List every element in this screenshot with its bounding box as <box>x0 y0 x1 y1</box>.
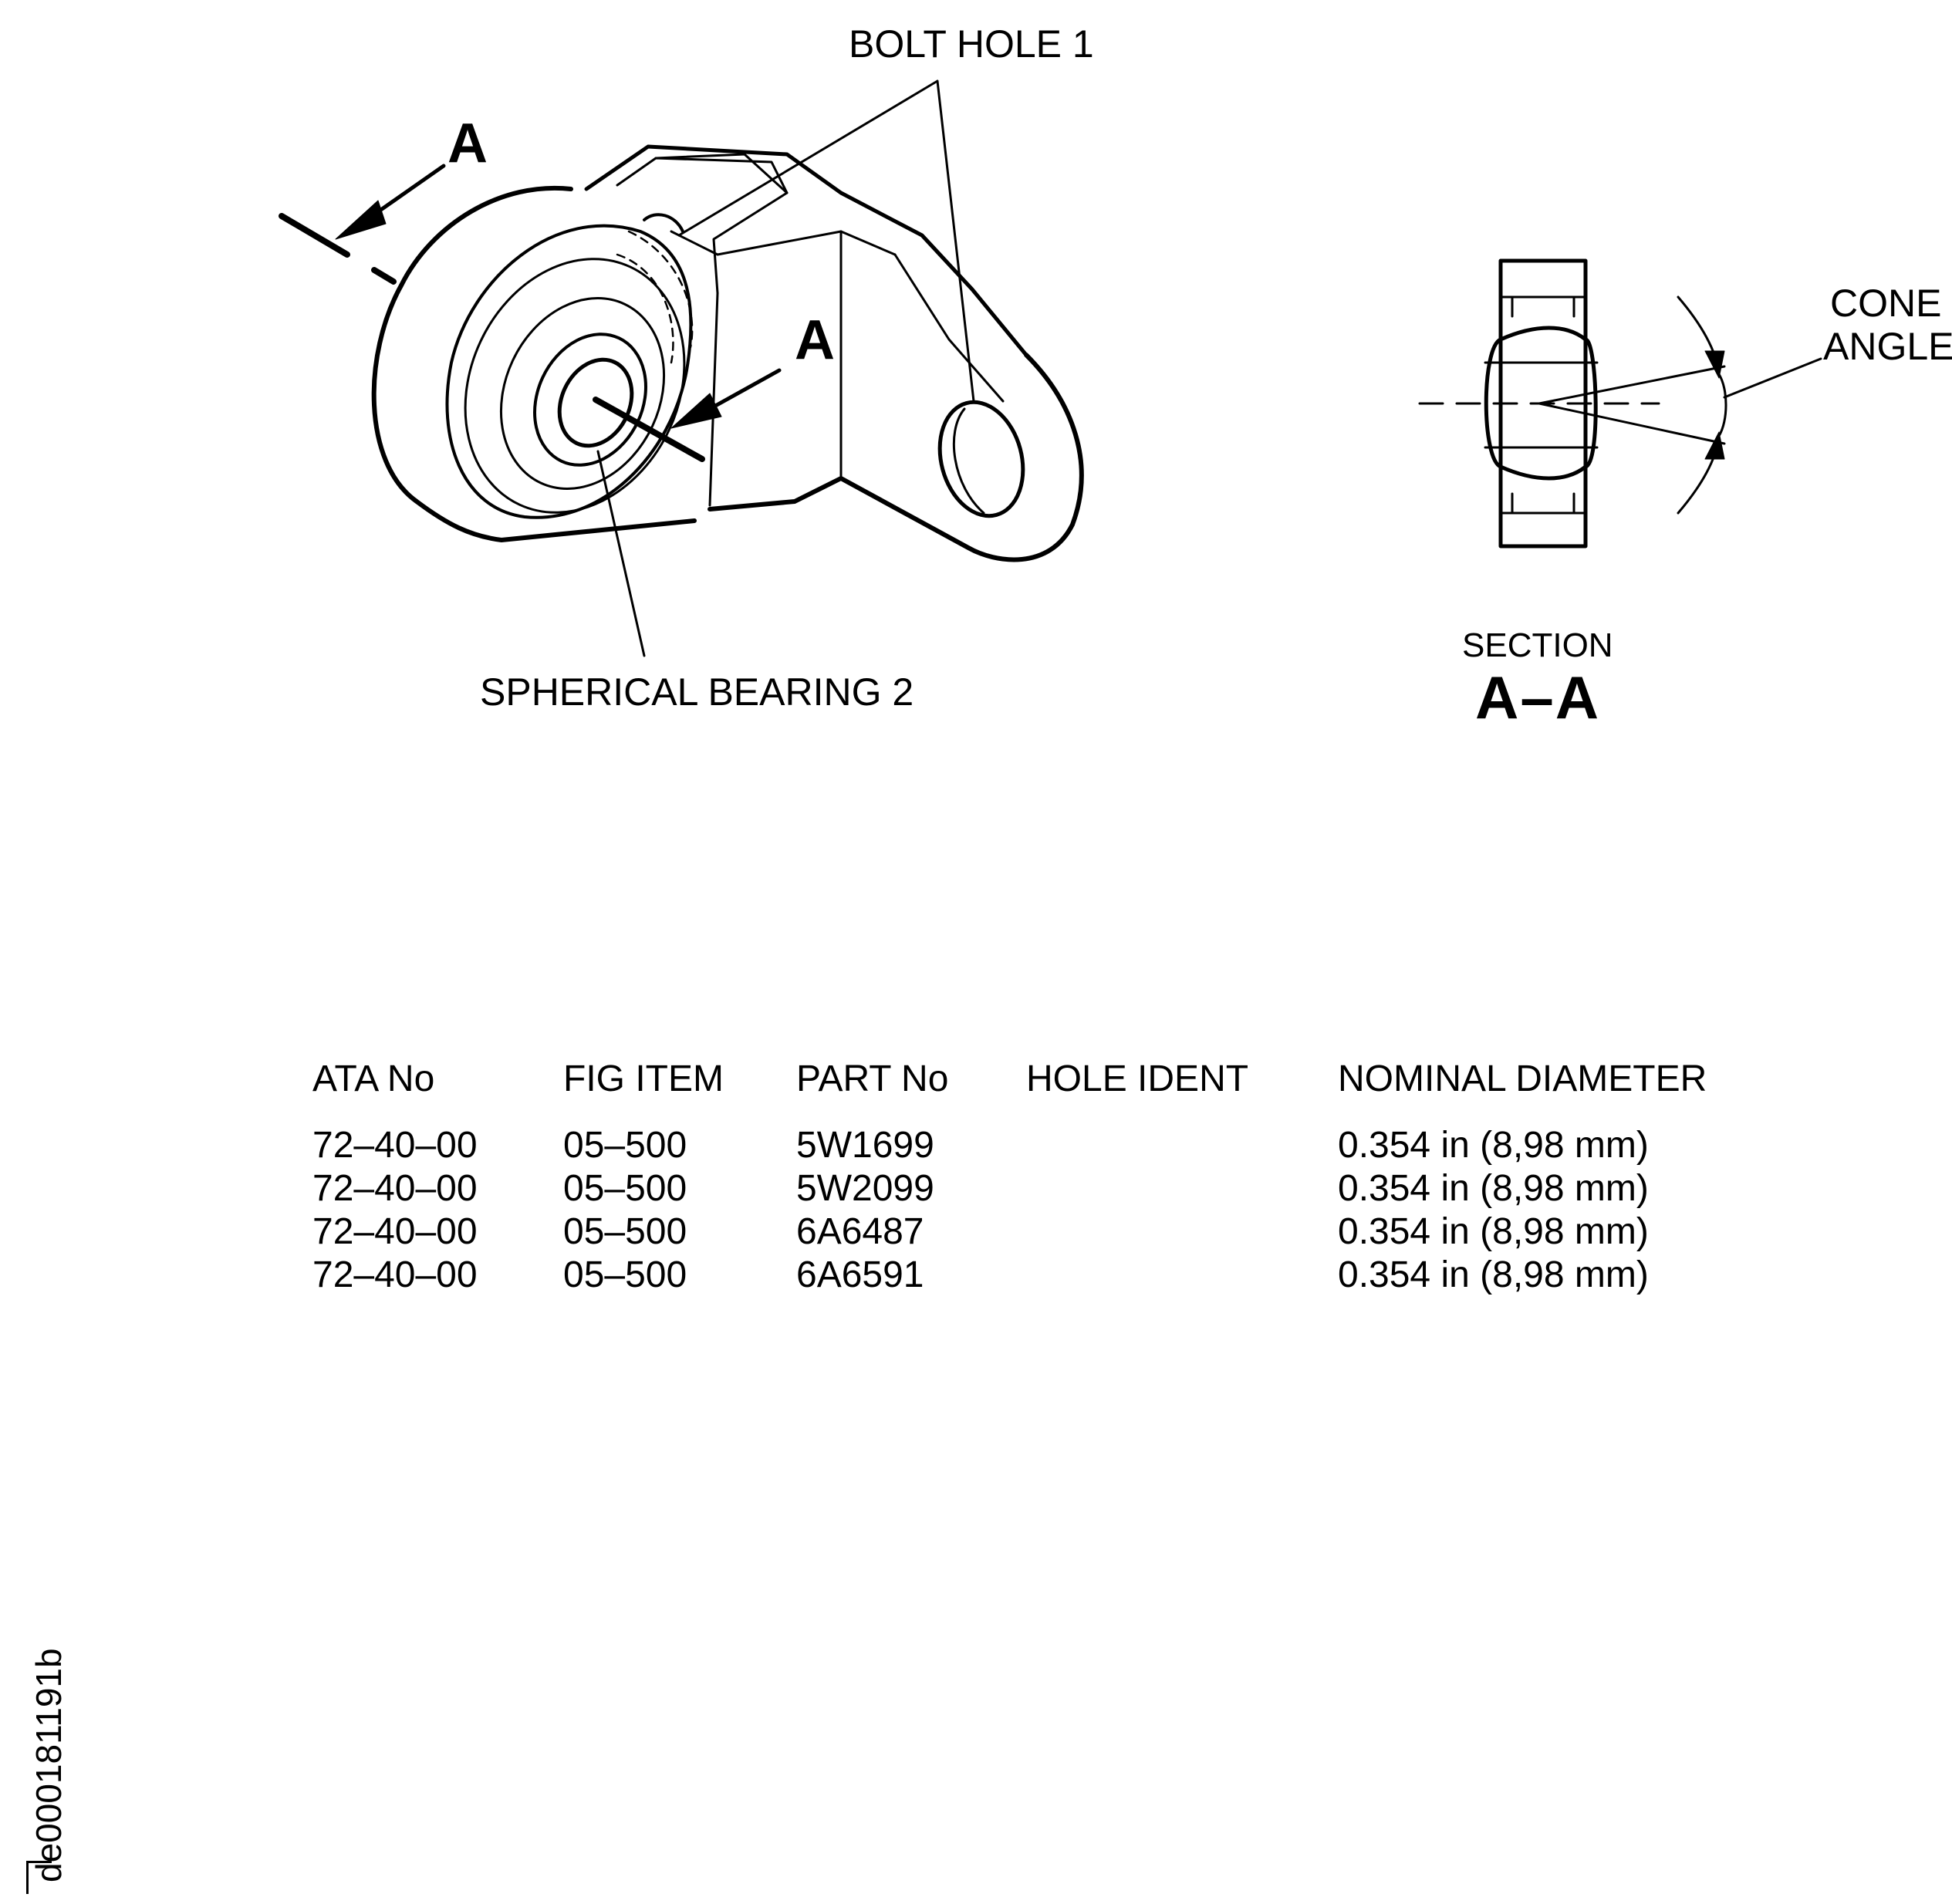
section-arrow-right <box>708 368 782 411</box>
boss-outline <box>371 185 697 542</box>
bearing-ring-3 <box>533 333 647 467</box>
section-view <box>1418 258 1822 549</box>
cone-angle-label-line2: ANGLE <box>1823 325 1952 368</box>
table-row: 72–40–00 05–500 6A6487 0.354 in (8,98 mm… <box>312 1210 1801 1253</box>
cell-part-no: 5W1699 <box>796 1124 934 1166</box>
table-header-row: ATA No FIG ITEM PART No HOLE IDENT NOMIN… <box>312 1057 1801 1123</box>
bolt-hole-label: BOLT HOLE 1 <box>849 22 1094 66</box>
bearing-ring-2 <box>499 297 666 490</box>
cone-arrowhead-bottom <box>1704 431 1725 460</box>
cell-hole-ident <box>1026 1123 1338 1166</box>
section-arrow-letter-left: A <box>447 113 488 174</box>
bracket-drawing <box>279 79 1084 657</box>
header-fig-item: FIG ITEM <box>563 1058 724 1099</box>
cell-part-no: 5W2099 <box>796 1167 934 1209</box>
document-id: de000181191b <box>29 1648 69 1882</box>
cell-nominal-diameter: 0.354 in (8,98 mm) <box>1338 1167 1649 1209</box>
table-row: 72–40–00 05–500 6A6591 0.354 in (8,98 mm… <box>312 1253 1801 1296</box>
vertical-web <box>708 230 843 507</box>
leader-cone-angle <box>1723 357 1822 399</box>
cone-angle-label-line1: CONE <box>1830 282 1942 325</box>
cell-ata-no: 72–40–00 <box>312 1167 478 1209</box>
section-caption-letters: A–A <box>1475 663 1601 731</box>
cell-part-no: 6A6591 <box>796 1254 924 1295</box>
cone-arrowhead-top <box>1704 350 1725 379</box>
section-caption-word: SECTION <box>1462 626 1613 664</box>
cell-fig-item: 05–500 <box>563 1210 687 1252</box>
header-part-no: PART No <box>796 1058 949 1099</box>
bolt-hole-inner <box>952 407 985 515</box>
cell-ata-no: 72–40–00 <box>312 1254 478 1295</box>
cell-hole-ident <box>1026 1253 1338 1296</box>
cell-nominal-diameter: 0.354 in (8,98 mm) <box>1338 1124 1649 1166</box>
section-cut-line-center <box>593 397 705 462</box>
race-chamfers <box>1499 295 1587 515</box>
cell-ata-no: 72–40–00 <box>312 1124 478 1166</box>
ball-profile <box>1484 326 1598 481</box>
section-cut-line-left <box>279 213 350 258</box>
boss-hidden-lines <box>616 230 694 364</box>
leader-bolt-hole <box>677 79 975 403</box>
cell-fig-item: 05–500 <box>563 1124 687 1166</box>
parts-table: ATA No FIG ITEM PART No HOLE IDENT NOMIN… <box>312 1057 1801 1296</box>
cell-part-no: 6A6487 <box>796 1210 924 1252</box>
cell-nominal-diameter: 0.354 in (8,98 mm) <box>1338 1210 1649 1252</box>
section-cut-dash-left <box>371 267 397 285</box>
lug-plate <box>708 353 1084 562</box>
section-arrowhead-right <box>670 393 722 429</box>
section-arrow-letter-right: A <box>795 309 835 371</box>
body-top-inner <box>616 157 789 295</box>
doc-id-corner-mark <box>26 1861 52 1894</box>
cell-fig-item: 05–500 <box>563 1254 687 1295</box>
header-ata-no: ATA No <box>312 1058 435 1099</box>
cone-angle-arc-mid <box>1717 373 1727 437</box>
body-top <box>584 144 1028 357</box>
cell-fig-item: 05–500 <box>563 1167 687 1209</box>
cell-hole-ident <box>1026 1210 1338 1253</box>
table-row: 72–40–00 05–500 5W2099 0.354 in (8,98 mm… <box>312 1166 1801 1210</box>
table-row: 72–40–00 05–500 5W1699 0.354 in (8,98 mm… <box>312 1123 1801 1166</box>
cell-nominal-diameter: 0.354 in (8,98 mm) <box>1338 1254 1649 1295</box>
leader-spherical-bearing <box>596 450 646 657</box>
cone-angle-lines <box>1538 365 1726 445</box>
header-hole-ident: HOLE IDENT <box>1026 1058 1249 1099</box>
lug-inner-edge <box>893 253 1005 403</box>
cell-hole-ident <box>1026 1166 1338 1210</box>
bearing-ring-1 <box>464 258 686 514</box>
bolt-hole-outer <box>937 400 1025 518</box>
cell-ata-no: 72–40–00 <box>312 1210 478 1252</box>
spherical-bearing-label: SPHERICAL BEARING 2 <box>480 670 914 714</box>
section-arrowhead-left <box>335 200 387 240</box>
header-nominal-diameter: NOMINAL DIAMETER <box>1338 1058 1707 1099</box>
boss-front-rim <box>445 224 693 519</box>
fillet <box>643 213 684 233</box>
